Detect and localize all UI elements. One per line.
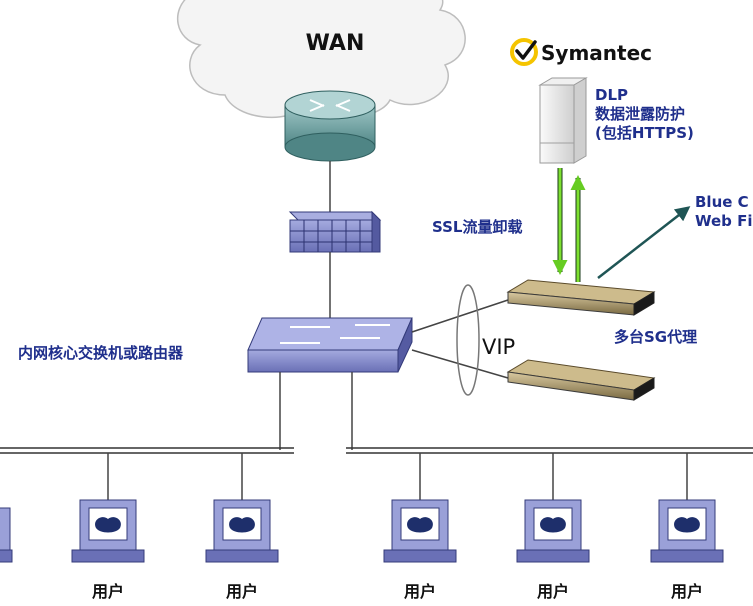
firewall-bricks-icon — [290, 220, 372, 252]
symantec-check-icon — [510, 38, 538, 66]
sg-proxy-1 — [506, 279, 656, 316]
computer-3 — [383, 499, 457, 563]
core-switch — [247, 317, 413, 373]
symantec-name: Symantec — [541, 41, 652, 65]
sg-proxy-2 — [506, 359, 656, 401]
ssl-traffic-arrows — [552, 168, 586, 282]
lan-bus-right — [346, 447, 753, 454]
lan-bus-left — [0, 447, 294, 454]
wire-switch-sg2 — [411, 349, 509, 379]
user-label-3: 用户 — [404, 582, 436, 601]
sg-proxies-label: 多台SG代理 — [614, 328, 697, 346]
vip-label: VIP — [482, 335, 515, 359]
computer-partial — [0, 507, 13, 563]
wire-switch-sg1 — [411, 299, 509, 333]
vip-group-ellipse — [456, 284, 480, 396]
ssl-offload-label: SSL流量卸载 — [432, 218, 523, 236]
computer-1 — [71, 499, 145, 563]
symantec-logo: Symantec — [510, 38, 652, 66]
computer-4 — [516, 499, 590, 563]
firewall — [288, 210, 382, 253]
dlp-server — [538, 77, 588, 164]
dlp-line1: 数据泄露防护 — [595, 105, 685, 123]
blue-coat-line1: Blue C — [695, 193, 749, 211]
dlp-line2: (包括HTTPS) — [595, 124, 694, 142]
computer-5 — [650, 499, 724, 563]
wan-router — [284, 90, 376, 162]
blue-coat-line2: Web Fi — [695, 212, 753, 230]
switch-arrows-icon — [280, 324, 390, 344]
user-label-5: 用户 — [671, 582, 703, 601]
computer-2 — [205, 499, 279, 563]
router-arrows-icon — [309, 99, 351, 112]
user-drops — [107, 453, 688, 508]
wan-label: WAN — [306, 31, 365, 56]
user-label-1: 用户 — [92, 582, 124, 601]
user-label-2: 用户 — [226, 582, 258, 601]
arrow-to-web-filter — [597, 206, 691, 279]
user-label-4: 用户 — [537, 582, 569, 601]
core-switch-label: 内网核心交换机或路由器 — [18, 344, 184, 362]
dlp-title: DLP — [595, 86, 628, 104]
